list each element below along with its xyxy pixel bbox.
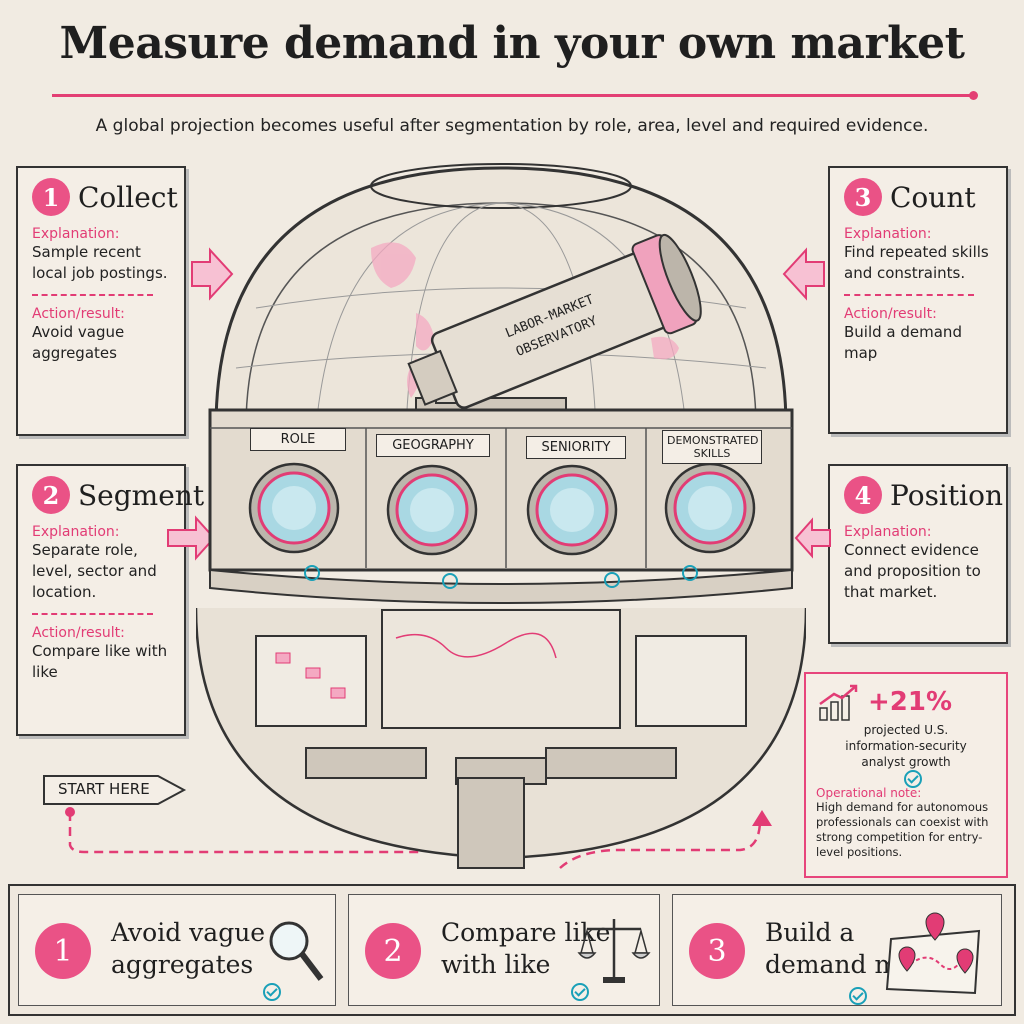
lens-label-demonstrated-skills: DEMONSTRATED SKILLS bbox=[662, 430, 762, 464]
summary-strip: 1 Avoid vague aggregates 2 Compare like … bbox=[8, 884, 1016, 1016]
step-card-segment: 2 Segment Explanation: Separate role, le… bbox=[16, 464, 204, 736]
explanation-text: Connect evidence and proposition to that… bbox=[844, 541, 981, 601]
action-text: Avoid vague aggregates bbox=[32, 323, 125, 362]
step-card-count: 3 Count Explanation: Find repeated skill… bbox=[828, 166, 1008, 434]
title-underline bbox=[52, 91, 978, 100]
summary-card-compare: 2 Compare like with like bbox=[348, 894, 660, 1006]
step-number: 4 bbox=[844, 476, 882, 514]
summary-card-map: 3 Build a demand map bbox=[672, 894, 1002, 1006]
lens-label-geography: GEOGRAPHY bbox=[376, 434, 490, 457]
magnifier-icon bbox=[269, 921, 324, 981]
summary-line-1: Compare like bbox=[441, 918, 611, 947]
step-title: Count bbox=[890, 180, 976, 214]
step-number: 1 bbox=[32, 178, 70, 216]
action-text: Build a demand map bbox=[844, 323, 962, 362]
observatory-drawing: LABOR-MARKET OBSERVATORY bbox=[194, 163, 808, 869]
explanation-label: Explanation: bbox=[844, 226, 932, 242]
check-icon bbox=[904, 770, 922, 788]
action-label: Action/result: bbox=[844, 306, 937, 322]
explanation-label: Explanation: bbox=[32, 226, 120, 242]
growth-chart-icon bbox=[819, 684, 858, 721]
growth-value: +21% bbox=[868, 687, 953, 717]
explanation-text: Sample recent local job postings. bbox=[32, 243, 168, 282]
action-text: Compare like with like bbox=[32, 642, 168, 681]
lens-label-seniority: SENIORITY bbox=[526, 436, 626, 459]
explanation-label: Explanation: bbox=[844, 524, 932, 540]
divider bbox=[32, 613, 154, 615]
page-title: Measure demand in your own market bbox=[59, 18, 965, 69]
explanation-label: Explanation: bbox=[32, 524, 120, 540]
scales-icon bbox=[577, 919, 651, 983]
stat-line-3: analyst growth bbox=[861, 755, 951, 769]
explanation-text: Find repeated skills and constraints. bbox=[844, 243, 989, 282]
summary-line-1: Avoid vague bbox=[111, 918, 266, 947]
check-icon bbox=[849, 987, 867, 1005]
page-subtitle: A global projection becomes useful after… bbox=[95, 116, 929, 136]
stat-line-2: information-security bbox=[845, 739, 967, 753]
summary-line-1: Build a bbox=[765, 918, 855, 947]
observatory-illustration: LABOR-MARKET OBSERVATORY bbox=[194, 148, 808, 878]
action-label: Action/result: bbox=[32, 306, 125, 322]
summary-line-2: with like bbox=[441, 950, 551, 979]
summary-line-2: aggregates bbox=[111, 950, 254, 979]
growth-stat-card: +21% projected U.S. information-security… bbox=[804, 672, 1008, 878]
check-icon bbox=[571, 983, 589, 1001]
summary-card-aggregates: 1 Avoid vague aggregates bbox=[18, 894, 336, 1006]
map-icon bbox=[885, 912, 981, 995]
step-title: Segment bbox=[78, 478, 205, 512]
step-card-position: 4 Position Explanation: Connect evidence… bbox=[828, 464, 1008, 644]
step-number: 2 bbox=[32, 476, 70, 514]
step-card-collect: 1 Collect Explanation: Sample recent loc… bbox=[16, 166, 186, 436]
arrow-right-icon bbox=[43, 775, 187, 805]
lens-label-role: ROLE bbox=[250, 428, 346, 451]
summary-number: 2 bbox=[365, 923, 421, 979]
check-icon bbox=[263, 983, 281, 1001]
summary-number: 3 bbox=[689, 923, 745, 979]
explanation-text: Separate role, level, sector and locatio… bbox=[32, 541, 157, 601]
start-here-arrow: START HERE bbox=[42, 772, 188, 808]
step-title: Collect bbox=[78, 180, 178, 214]
step-title: Position bbox=[890, 478, 1003, 512]
summary-number: 1 bbox=[35, 923, 91, 979]
start-dot bbox=[65, 807, 75, 817]
stat-line-1: projected U.S. bbox=[863, 723, 949, 737]
note-label: Operational note: bbox=[816, 786, 922, 800]
divider bbox=[32, 294, 154, 296]
start-here-label: START HERE bbox=[58, 780, 150, 798]
note-text: High demand for autonomous professionals… bbox=[816, 800, 989, 859]
action-label: Action/result: bbox=[32, 625, 125, 641]
divider bbox=[844, 294, 975, 296]
step-number: 3 bbox=[844, 178, 882, 216]
